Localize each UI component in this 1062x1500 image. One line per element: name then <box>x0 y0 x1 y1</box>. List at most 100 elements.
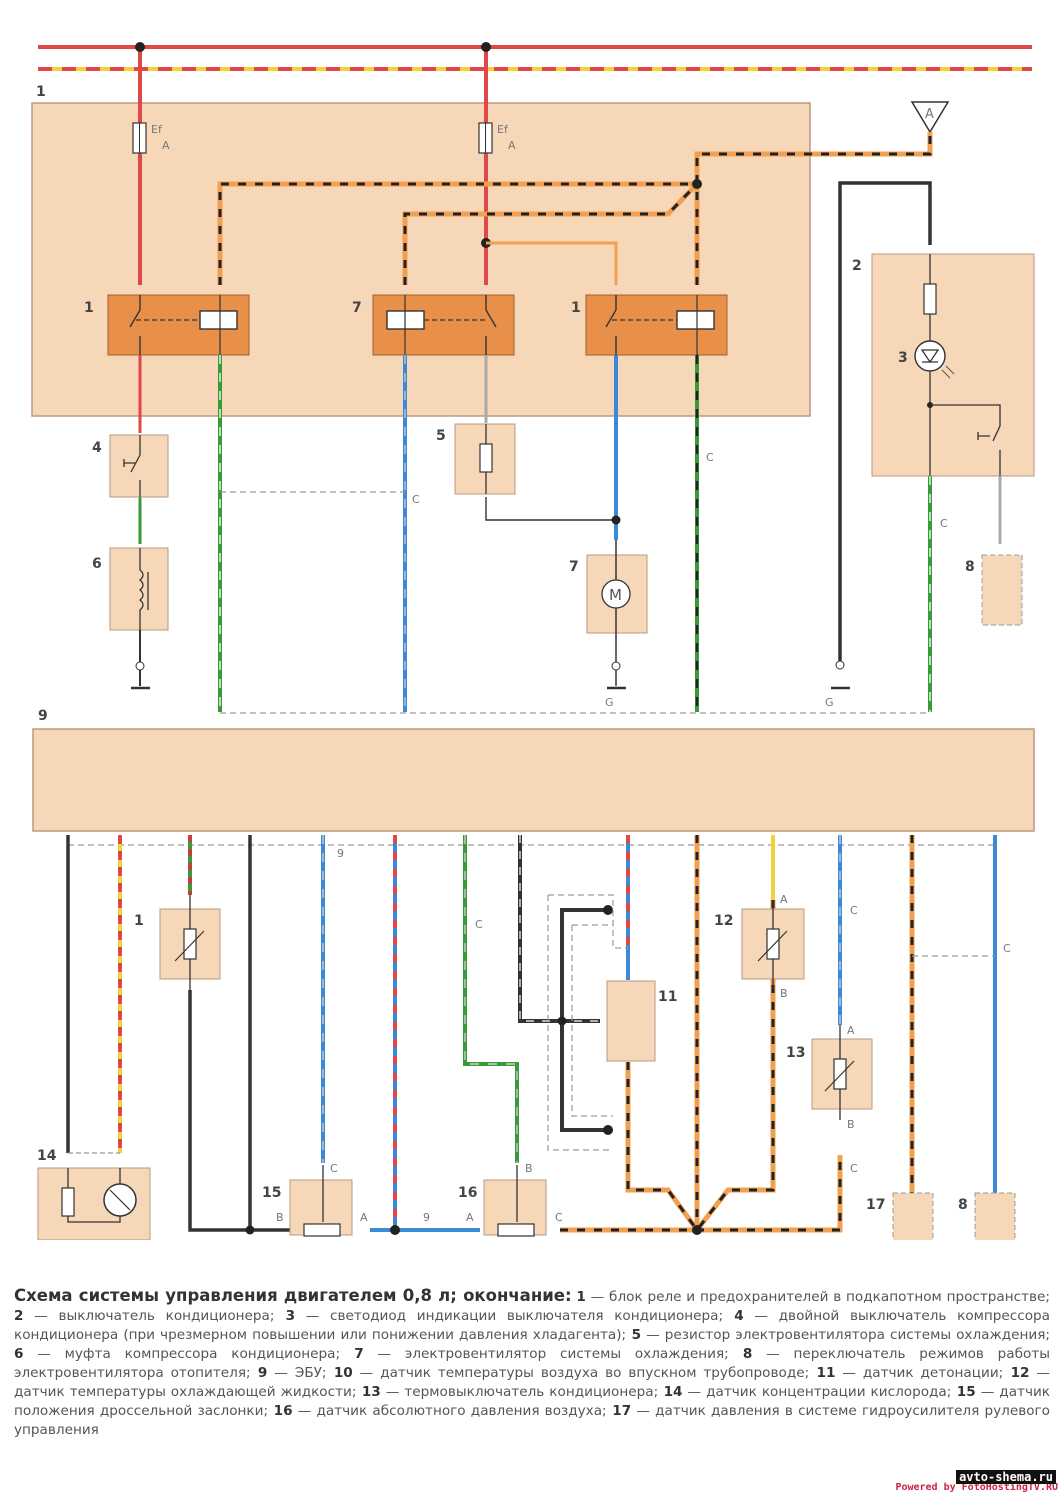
legend-number: 12 <box>1003 1365 1030 1381</box>
svg-text:B: B <box>780 987 788 1000</box>
svg-text:1: 1 <box>134 913 144 929</box>
component-15-throttle-position-sensor: 15 <box>262 1165 353 1237</box>
legend-number: 13 <box>356 1384 381 1400</box>
svg-text:1: 1 <box>84 300 94 316</box>
component-1-air-temp-sensor: 1 <box>134 895 221 990</box>
svg-text:A: A <box>847 1024 855 1037</box>
diagram-caption: Схема системы управления двигателем 0,8 … <box>14 1286 1050 1440</box>
legend-number: 3 <box>274 1308 296 1324</box>
legend-item: 9 — ЭБУ; <box>250 1365 327 1381</box>
footer-watermark: Powered by FotoHostingTV.RU <box>895 1482 1058 1493</box>
connector-a-icon <box>910 101 950 134</box>
led-icon <box>914 340 946 372</box>
component-8-heater-fan-switch-bottom: 8 <box>958 1192 1016 1240</box>
lower-wires <box>66 835 997 1235</box>
legend-item: 14 — датчик концентрации кислорода; <box>658 1384 952 1400</box>
legend-item: 5 — резистор электровентилятора системы … <box>626 1327 1050 1343</box>
svg-text:2: 2 <box>852 258 862 274</box>
legend-number: 9 <box>250 1365 268 1381</box>
svg-text:A: A <box>466 1211 474 1224</box>
svg-text:9: 9 <box>423 1211 430 1224</box>
caption-title: Схема системы управления двигателем 0,8 … <box>14 1286 572 1305</box>
component-4-switch: 4 <box>92 434 169 498</box>
legend-number: 17 <box>606 1403 632 1419</box>
svg-text:A: A <box>780 893 788 906</box>
ecu-block <box>32 728 1035 832</box>
component-2-ac-switch: 2 3 <box>852 253 1035 477</box>
svg-text:9: 9 <box>337 847 344 860</box>
svg-text:A: A <box>925 107 934 122</box>
legend-item: 10 — датчик температуры воздуха во впуск… <box>326 1365 810 1381</box>
component-13-ac-thermoswitch: 13 <box>786 1025 873 1120</box>
legend-item: 3 — светодиод индикации выключателя конд… <box>274 1308 724 1324</box>
legend-item: 6 — муфта компрессора кондиционера; <box>14 1346 341 1362</box>
svg-text:4: 4 <box>92 440 102 456</box>
svg-text:G: G <box>605 696 614 709</box>
site-watermark: avto-shema.ru <box>956 1470 1056 1484</box>
svg-text:A: A <box>162 139 170 152</box>
legend-item: 2 — выключатель кондиционера; <box>14 1308 275 1324</box>
legend-number: 11 <box>809 1365 836 1381</box>
svg-text:C: C <box>706 451 714 464</box>
block1-label: 1 <box>36 84 46 100</box>
svg-text:C: C <box>412 493 420 506</box>
component-6-clutch: 6 <box>92 547 169 690</box>
component-17-power-steering-pressure-sensor: 17 <box>866 1192 934 1240</box>
svg-text:B: B <box>525 1162 533 1175</box>
legend-number: 15 <box>951 1384 976 1400</box>
powered-by-text: Powered by FotoHostingTV.RU <box>895 1482 1058 1493</box>
svg-text:13: 13 <box>786 1045 805 1061</box>
legend-number: 4 <box>723 1308 744 1324</box>
svg-text:17: 17 <box>866 1197 885 1213</box>
legend-number: 6 <box>14 1346 24 1362</box>
svg-text:Ef: Ef <box>151 123 163 136</box>
component-12-coolant-temp-sensor: 12 <box>714 900 805 990</box>
caption-legend: 1 — блок реле и предохранителей в подкап… <box>14 1289 1050 1438</box>
component-5-resistor: 5 <box>436 423 516 495</box>
svg-text:12: 12 <box>714 913 733 929</box>
legend-item: 12 — датчик температуры охлаждающей жидк… <box>14 1365 1050 1400</box>
svg-text:6: 6 <box>92 556 102 572</box>
legend-item: 8 — переключатель режимов работы электро… <box>14 1346 1050 1381</box>
svg-text:G: G <box>825 696 834 709</box>
svg-text:C: C <box>475 918 483 931</box>
legend-number: 1 <box>576 1289 586 1305</box>
svg-text:C: C <box>940 517 948 530</box>
legend-number: 2 <box>14 1308 24 1324</box>
legend-number: 10 <box>326 1365 353 1381</box>
legend-number: 7 <box>340 1346 364 1362</box>
svg-text:C: C <box>850 904 858 917</box>
relay-1-right: 1 <box>571 294 728 356</box>
motor-icon: M <box>609 586 622 604</box>
wiring-diagram: 1 A Ef A Ef A 1 7 1 <box>31 42 1035 1240</box>
svg-text:16: 16 <box>458 1185 477 1201</box>
svg-text:B: B <box>276 1211 284 1224</box>
legend-number: 8 <box>728 1346 753 1362</box>
svg-text:8: 8 <box>965 559 975 575</box>
legend-number: 16 <box>268 1403 293 1419</box>
legend-item: 15 — датчик положения дроссельной заслон… <box>14 1384 1051 1419</box>
svg-text:A: A <box>360 1211 368 1224</box>
legend-number: 5 <box>626 1327 642 1343</box>
svg-text:14: 14 <box>37 1148 57 1164</box>
svg-text:3: 3 <box>898 350 908 366</box>
relay-1-left: 1 <box>84 294 250 356</box>
svg-text:C: C <box>850 1162 858 1175</box>
legend-item: 16 — датчик абсолютного давления воздуха… <box>268 1403 607 1419</box>
svg-text:C: C <box>555 1211 563 1224</box>
svg-text:B: B <box>847 1118 855 1131</box>
svg-text:5: 5 <box>436 428 446 444</box>
legend-number: 14 <box>658 1384 683 1400</box>
svg-text:7: 7 <box>569 559 579 575</box>
legend-item: 4 — двойной выключатель компрессора конд… <box>14 1308 1050 1343</box>
svg-text:9: 9 <box>38 708 48 724</box>
orange-black-wires <box>217 132 933 285</box>
component-7-fan-motor: 7 M G <box>569 540 648 709</box>
relay-7-middle: 7 <box>352 294 515 356</box>
component-8-heater-fan-switch-top: 8 <box>965 554 1023 626</box>
svg-text:1: 1 <box>571 300 581 316</box>
legend-item: 13 — термовыключатель кондиционера; <box>356 1384 659 1400</box>
fuse-relay-block <box>31 102 811 417</box>
legend-item: 7 — электровентилятор системы охлаждения… <box>340 1346 729 1362</box>
component-16-map-sensor: 16 <box>458 1165 547 1237</box>
